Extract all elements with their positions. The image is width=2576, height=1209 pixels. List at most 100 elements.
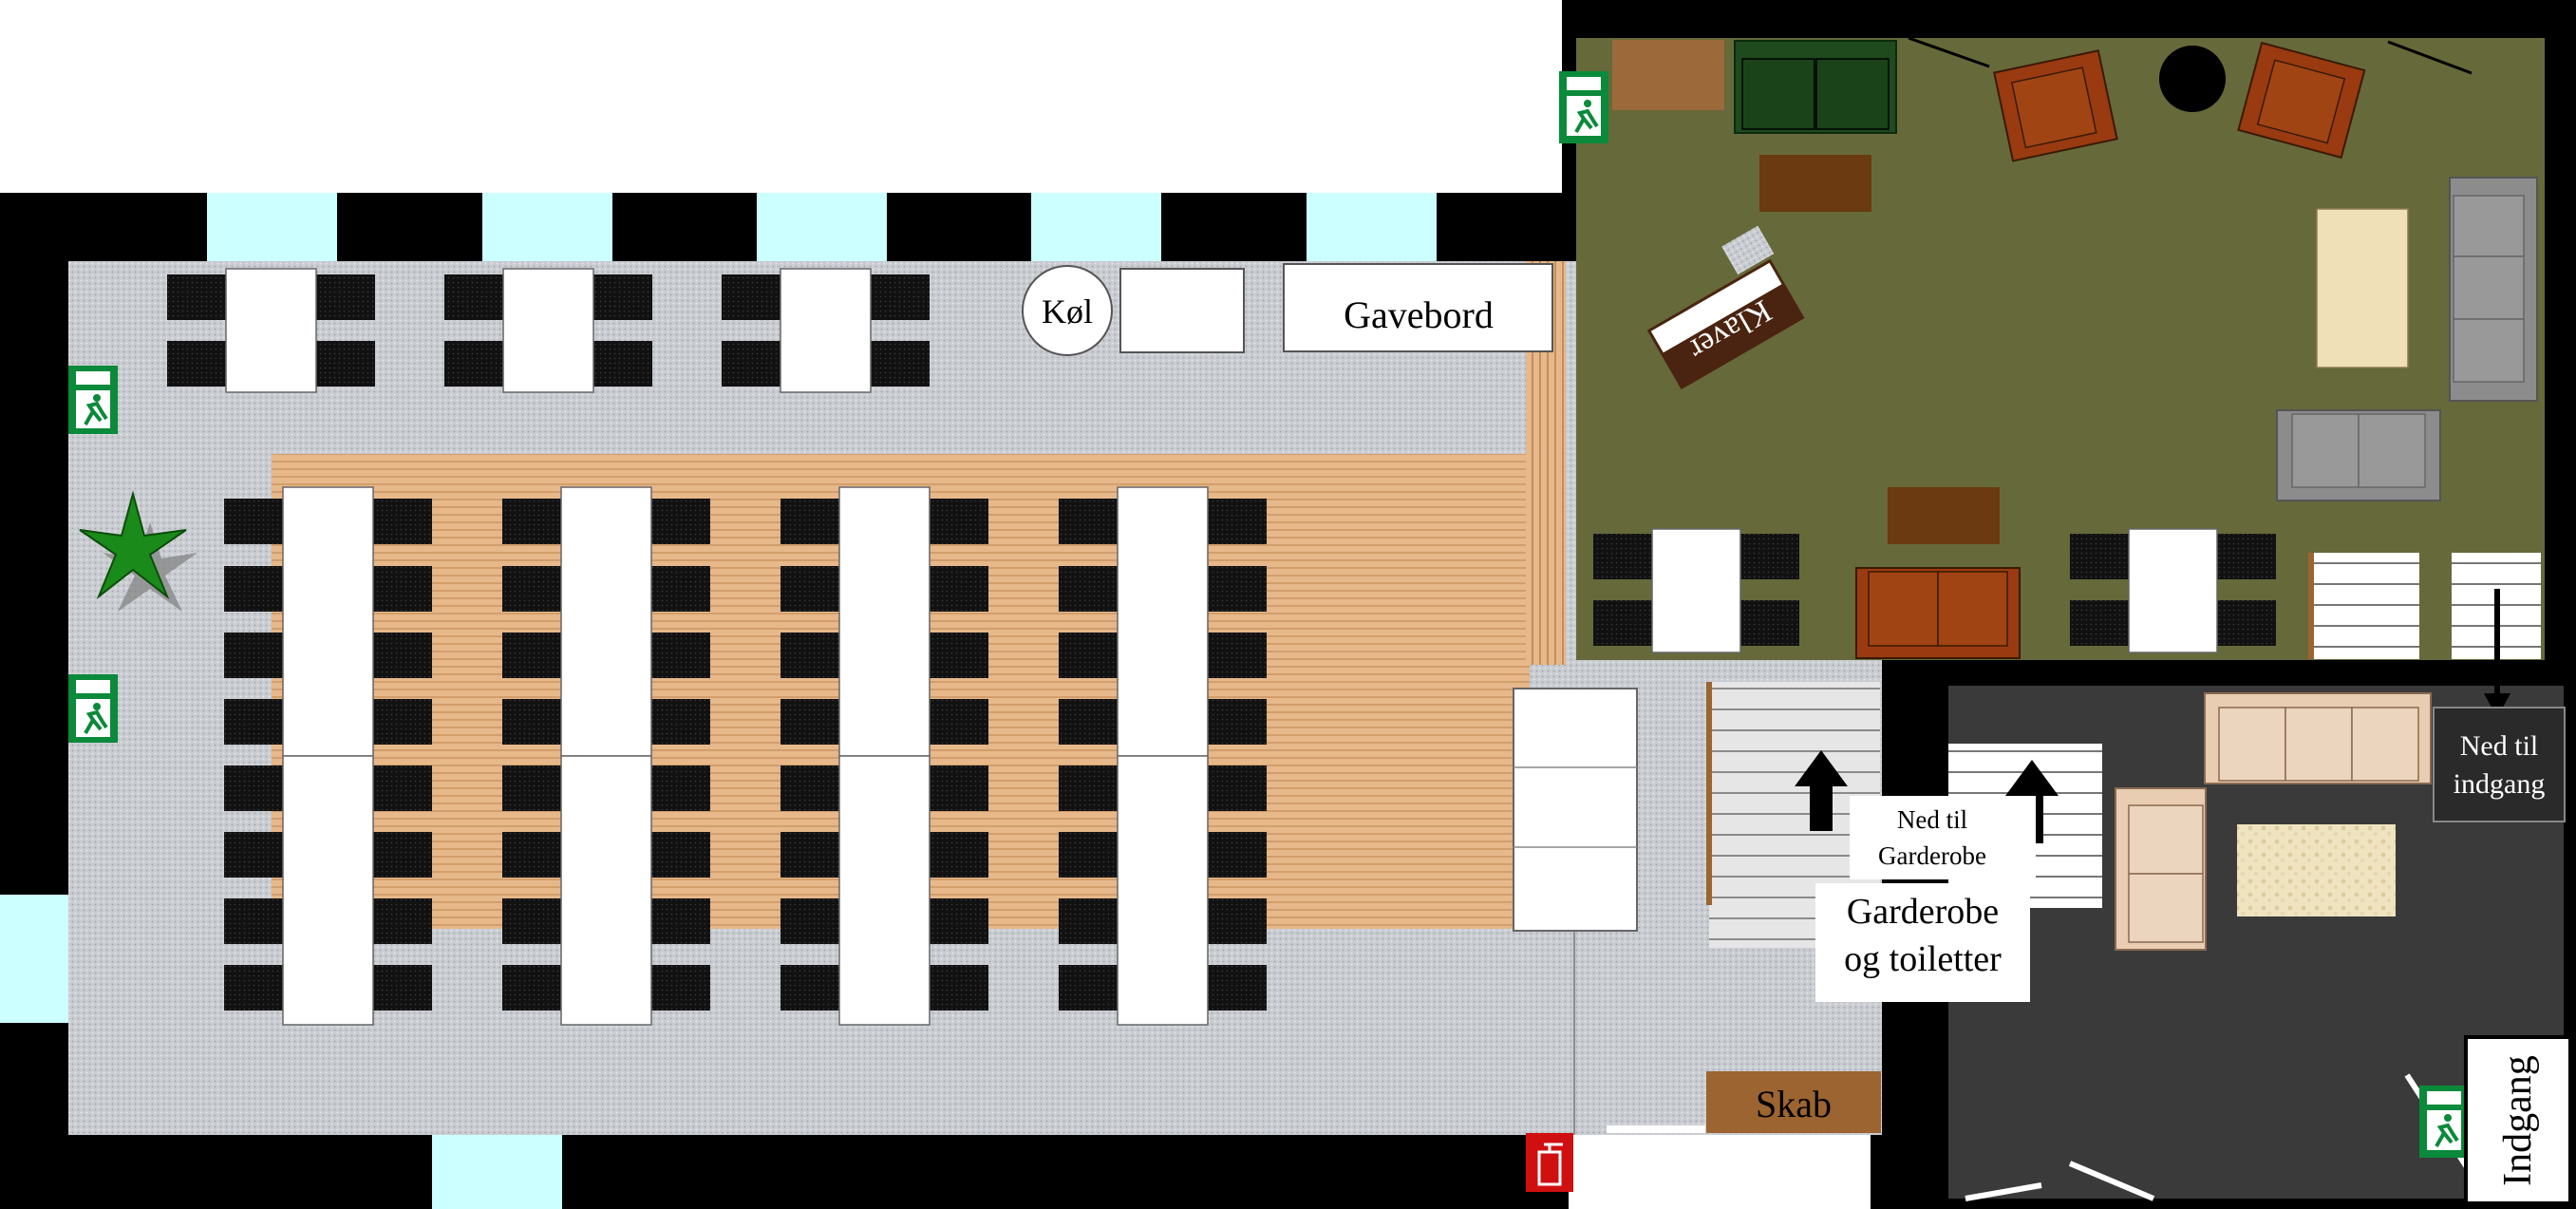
- chair: [722, 274, 780, 320]
- chair: [224, 566, 283, 612]
- fridge: [1022, 265, 1113, 356]
- chair: [224, 765, 283, 811]
- long-table: [560, 755, 652, 1026]
- fire-extinguisher-icon: [1526, 1133, 1573, 1192]
- lounge-table-group: [1593, 528, 2276, 653]
- chair: [1059, 965, 1118, 1011]
- chair: [871, 341, 930, 387]
- small-table: [2128, 528, 2218, 653]
- garderobe-sign-line2: og toiletter: [1844, 939, 2002, 979]
- chair: [373, 898, 432, 944]
- entry-stairs-sign-line1: Ned til: [2460, 730, 2539, 762]
- chair: [780, 499, 839, 544]
- chair: [780, 699, 839, 745]
- chair: [502, 566, 561, 612]
- chair: [502, 633, 561, 678]
- plant-icon: [79, 490, 197, 612]
- chair: [502, 832, 561, 878]
- arrow-down-icon: [1675, 1151, 1700, 1195]
- small-table: [225, 268, 317, 393]
- chair: [224, 898, 283, 944]
- chair: [1208, 699, 1267, 745]
- chair: [930, 765, 988, 811]
- arrow-shaft: [2494, 589, 2500, 693]
- chair: [224, 832, 283, 878]
- gift-table: [1283, 263, 1553, 352]
- chair: [444, 341, 503, 387]
- side-table: [1119, 268, 1245, 353]
- chair: [930, 832, 988, 878]
- chair: [593, 341, 652, 387]
- exit-door-icon: [1559, 71, 1608, 143]
- window: [432, 1135, 562, 1209]
- stair-rail: [1706, 682, 1712, 905]
- chair: [1059, 633, 1118, 678]
- entry-stairs-sign: [2433, 707, 2566, 822]
- window: [482, 193, 612, 261]
- cabinet-label: Skab: [1756, 1083, 1832, 1125]
- door-swing: [1965, 1182, 2042, 1201]
- chair: [930, 499, 988, 544]
- lounge-table: [2316, 208, 2409, 368]
- long-table: [282, 486, 374, 757]
- chair: [2070, 534, 2129, 579]
- side-cabinet: [1612, 40, 1724, 110]
- chair: [871, 274, 930, 320]
- door-swing: [2068, 1161, 2155, 1201]
- chair: [502, 898, 561, 944]
- chair: [1593, 534, 1652, 579]
- emergency-exit-icon: [68, 366, 118, 434]
- chair: [1208, 832, 1267, 878]
- chair: [722, 341, 780, 387]
- garderobe-sign: [1815, 883, 2030, 1002]
- chair: [167, 341, 226, 387]
- chair: [930, 566, 988, 612]
- window: [207, 193, 337, 261]
- chair: [930, 699, 988, 745]
- chair: [1059, 566, 1118, 612]
- cabinet: [1706, 1071, 1881, 1133]
- chair: [1208, 566, 1267, 612]
- long-table: [838, 486, 931, 757]
- gift-table-label: Gavebord: [1344, 293, 1494, 336]
- chair: [502, 499, 561, 544]
- chair: [780, 832, 839, 878]
- long-table: [838, 755, 931, 1026]
- window: [1031, 193, 1161, 261]
- long-table: [560, 486, 652, 757]
- chair: [373, 765, 432, 811]
- entrance-label: Indgang: [2496, 1055, 2540, 1186]
- chair: [224, 965, 283, 1011]
- emergency-exit-icon: [2419, 1086, 2469, 1158]
- chair: [316, 274, 375, 320]
- chair: [1208, 633, 1267, 678]
- chair: [373, 499, 432, 544]
- garderobe-stairs-sign-line2: Garderobe: [1878, 841, 1986, 870]
- armchair: [2237, 41, 2366, 160]
- door-swing: [1908, 36, 1990, 68]
- top-table-group: [167, 268, 930, 393]
- chair: [780, 965, 839, 1011]
- long-table-group: [224, 486, 1267, 1026]
- chair: [1059, 499, 1118, 544]
- entrance-sign: [2464, 1035, 2572, 1205]
- garderobe-stairs-sign-line1: Ned til: [1897, 805, 1967, 834]
- chair: [1740, 600, 1799, 646]
- chair: [651, 765, 710, 811]
- chair: [224, 633, 283, 678]
- chair: [1740, 534, 1799, 579]
- chair: [930, 898, 988, 944]
- chair: [651, 832, 710, 878]
- small-table: [502, 268, 594, 393]
- chair: [1208, 499, 1267, 544]
- chair: [780, 633, 839, 678]
- chair: [651, 965, 710, 1011]
- armchair: [1993, 49, 2118, 162]
- small-table: [780, 268, 872, 393]
- chair: [1208, 765, 1267, 811]
- chair: [651, 566, 710, 612]
- long-table: [1117, 486, 1209, 757]
- arrow-up-icon: [1795, 750, 1848, 831]
- chair: [651, 633, 710, 678]
